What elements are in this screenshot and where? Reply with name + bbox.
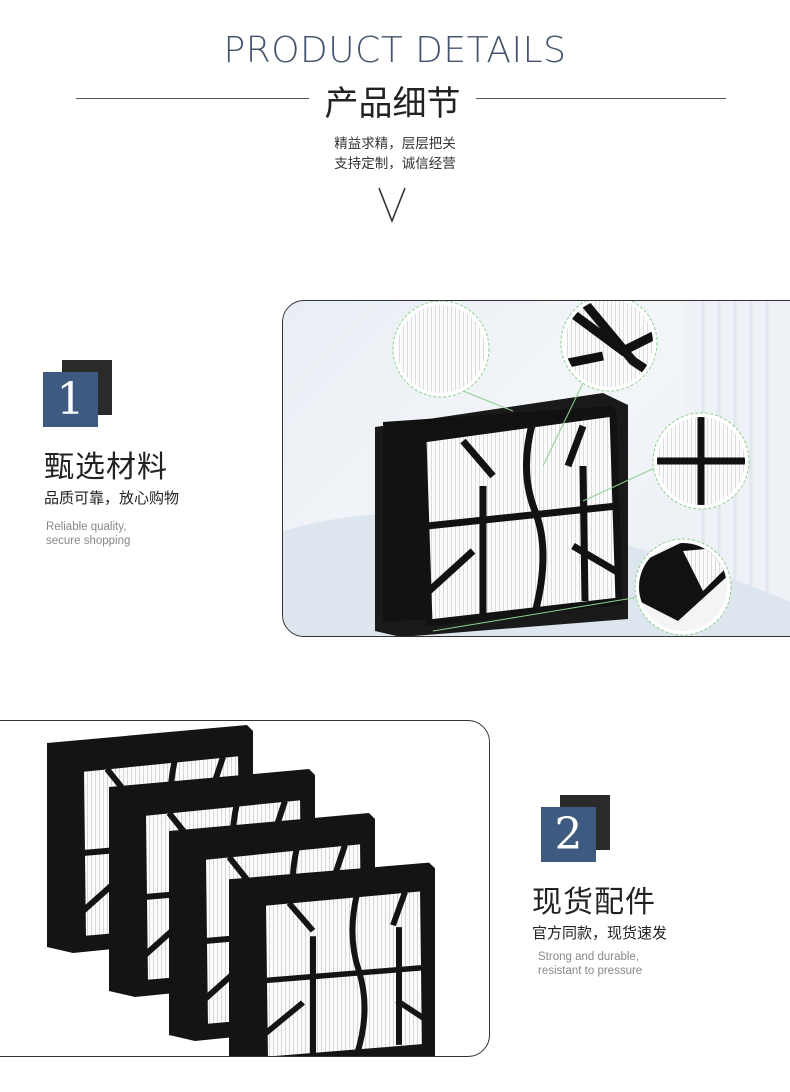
page-title-cn: 产品细节 (324, 84, 461, 124)
feature-2-number-badge: 2 (541, 807, 596, 862)
feature-2-en-line-2: resistant to pressure (538, 965, 643, 977)
filter-detail-image (282, 300, 790, 637)
feature-2-subtitle: 官方同款，现货速发 (532, 925, 668, 942)
feature-2-title: 现货配件 (532, 885, 656, 920)
feature-2-en-line-1: Strong and durable, (538, 951, 640, 963)
feature-1-en-line-1: Reliable quality, (46, 521, 127, 533)
page-title-en: PRODUCT DETAILS (223, 30, 567, 71)
feature-1-subtitle: 品质可靠，放心购物 (44, 490, 180, 507)
title-divider-left (76, 98, 309, 99)
chevron-down-icon (378, 187, 406, 224)
feature-1-en-line-2: secure shopping (46, 535, 131, 547)
feature-1-title: 甄选材料 (44, 450, 168, 485)
tagline-line-2: 支持定制，诚信经营 (334, 156, 456, 171)
filter-stack-image (0, 720, 490, 1057)
title-divider-right (476, 98, 726, 99)
feature-1-number-badge: 1 (43, 372, 98, 427)
tagline-line-1: 精益求精，层层把关 (334, 136, 456, 151)
